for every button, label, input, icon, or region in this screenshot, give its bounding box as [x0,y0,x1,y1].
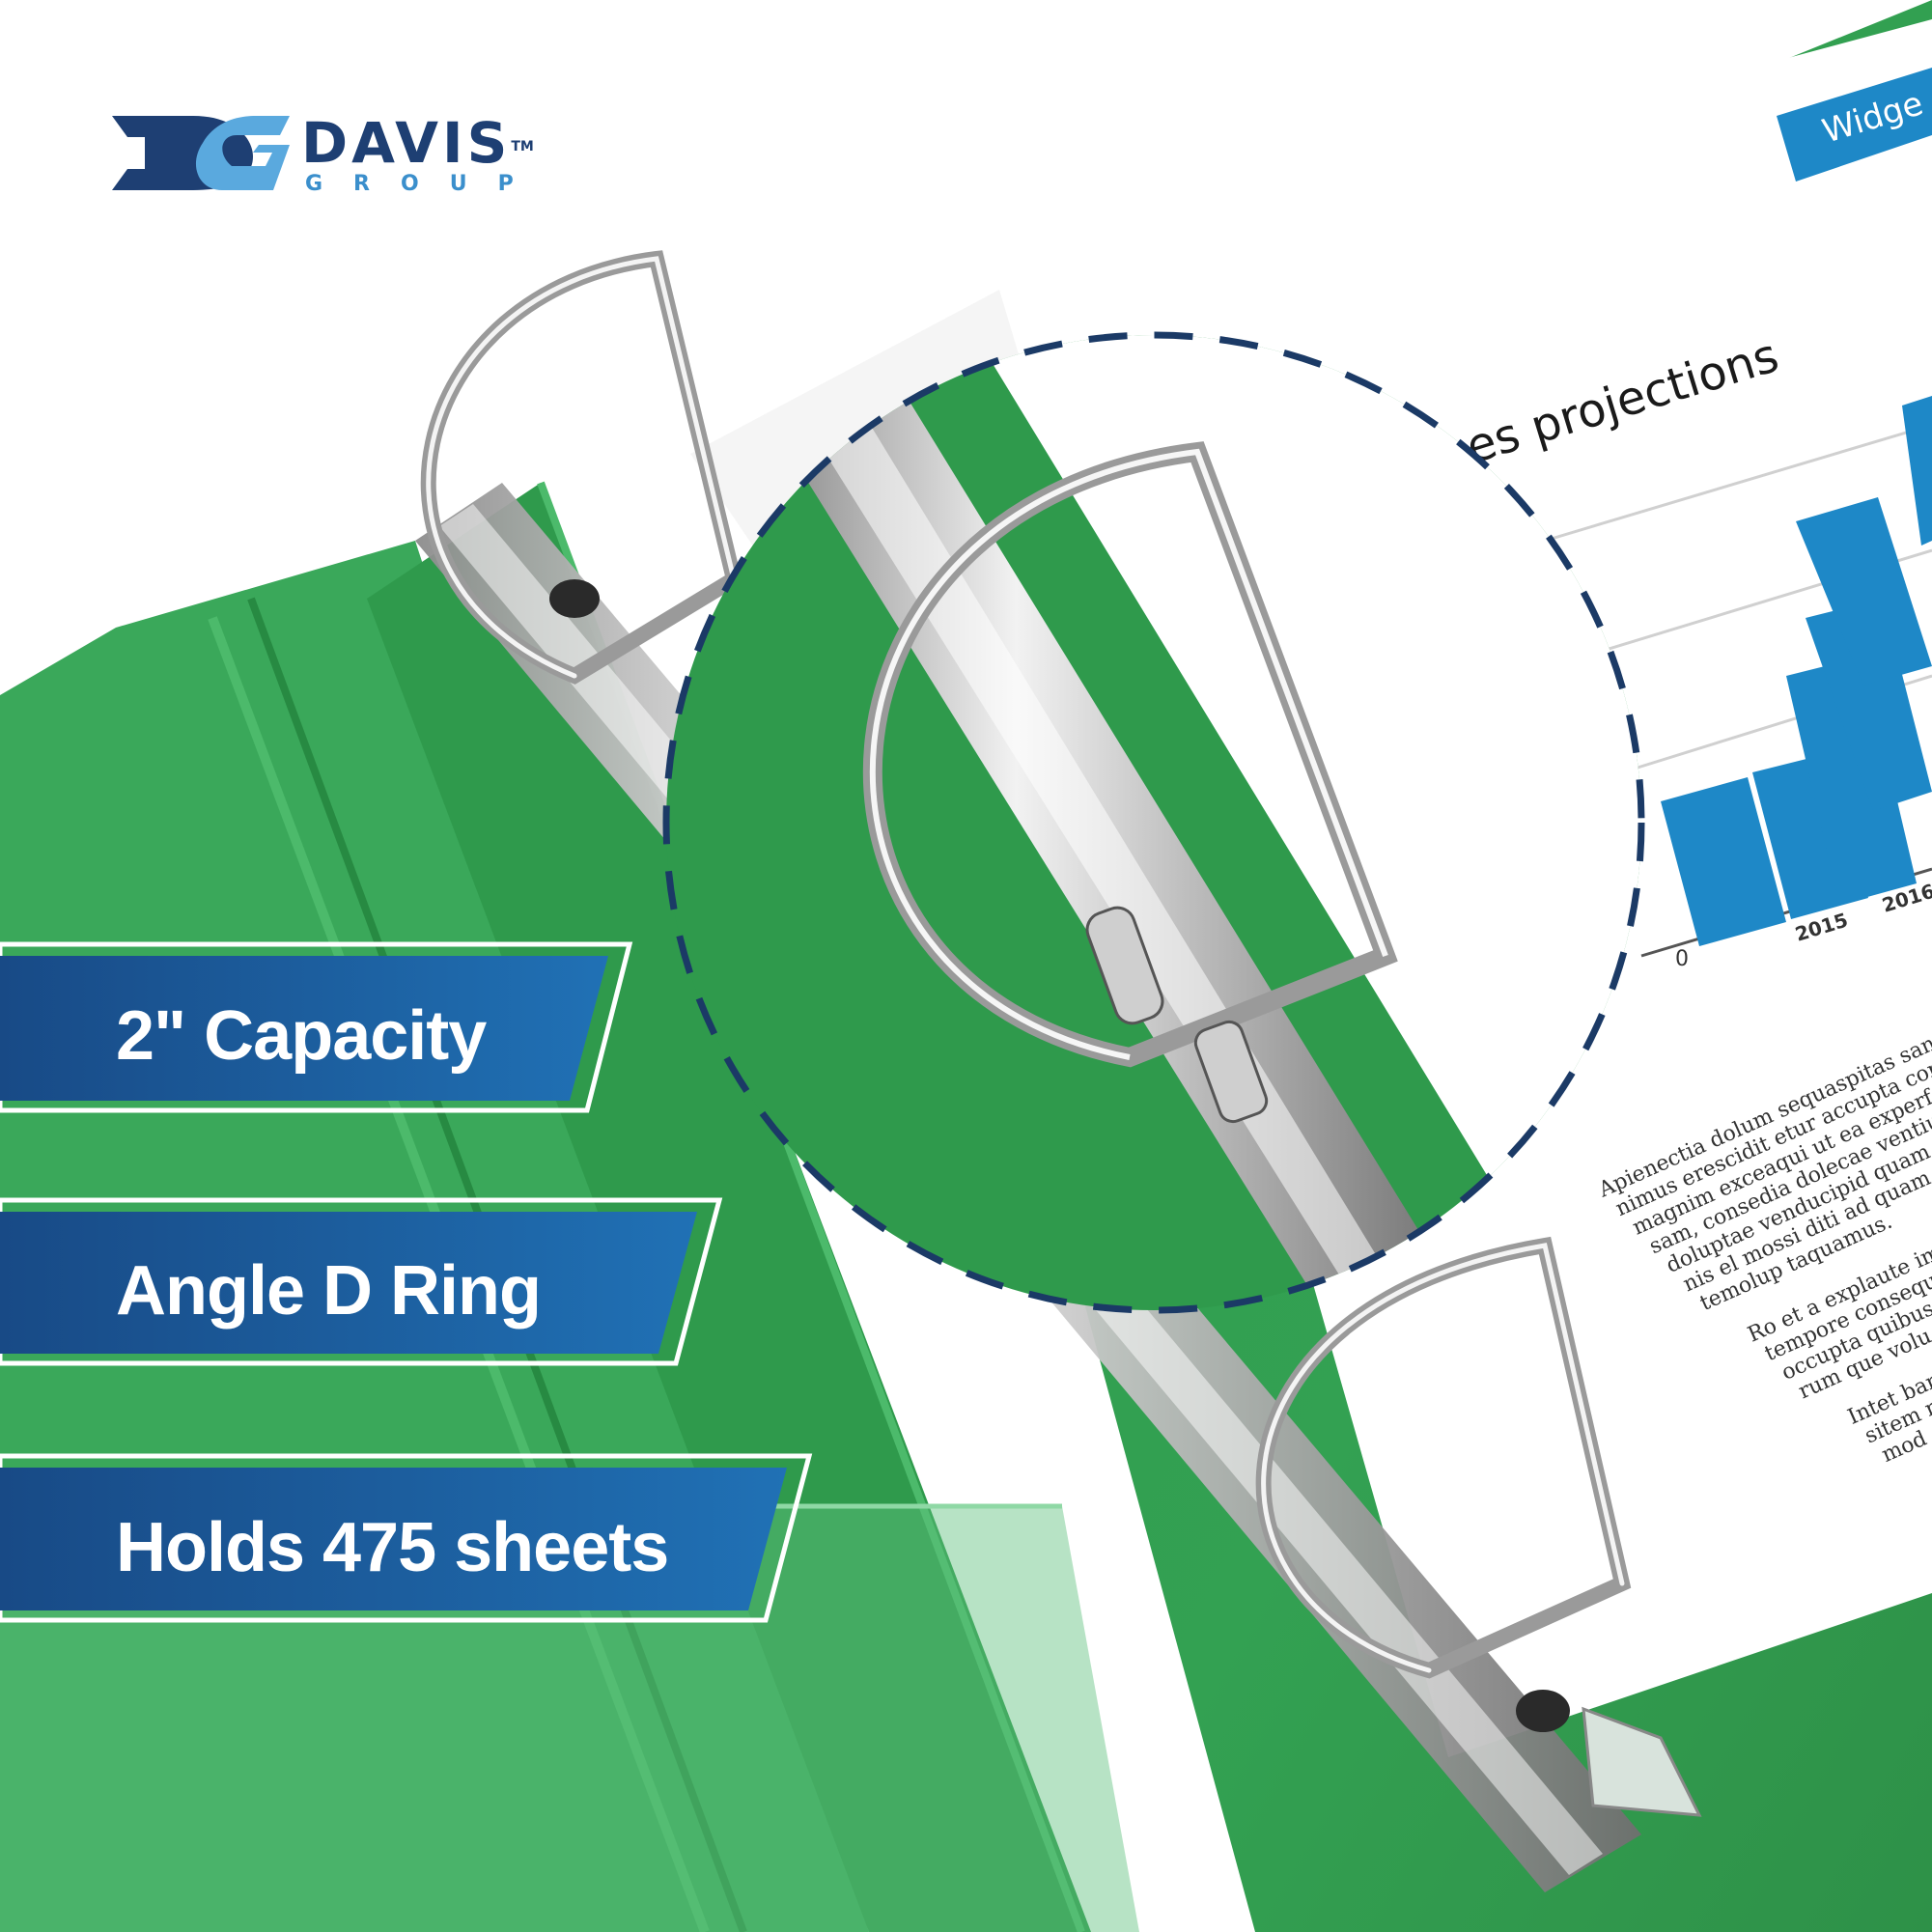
brand-logo: DAVISTM GROUP [112,109,585,196]
document-tab [1777,68,1932,182]
d-ring-top-shine [426,256,737,679]
brand-subname: GROUP [305,172,545,196]
zoom-slot [1085,906,1164,1025]
rivet [549,579,600,618]
brand-name: DAVISTM [301,115,534,171]
banner-outline [0,1197,723,1366]
feature-banners [0,941,813,1623]
banner-1 [0,956,608,1101]
chart-bar [1902,396,1932,546]
zoom-d-ring-shine [869,448,1388,1060]
brand-trademark: TM [511,139,534,154]
clear-pocket [0,1506,1139,1932]
banner-3 [0,1468,787,1610]
brand-monogram-icon [112,116,290,190]
banner-outline [0,941,633,1113]
chart-axis-zero: 0 [1675,947,1689,971]
chart-bar [1786,657,1917,905]
zoom-dashed-circle [662,331,1645,1314]
banner-outline [0,1453,813,1623]
monogram-g [195,116,290,190]
zoom-detail [666,335,1641,1310]
chart-bar [1661,777,1786,946]
rivet [1516,1690,1570,1732]
trigger-lever [1582,1706,1702,1817]
chart-bar [1806,599,1932,811]
feature-label-capacity: 2" Capacity [116,997,487,1075]
binder-spine [367,483,1091,1932]
chart-bar [1796,497,1932,686]
d-rings [420,250,1632,1679]
feature-label-sheets: Holds 475 sheets [116,1509,669,1586]
brand-name-text: DAVIS [301,110,512,176]
d-ring-bottom-shine [1261,1243,1625,1673]
banner-2 [0,1212,697,1354]
feature-label-ring: Angle D Ring [116,1252,542,1330]
chart-gridline [1544,423,1932,543]
zoom-slot [1193,1020,1269,1124]
